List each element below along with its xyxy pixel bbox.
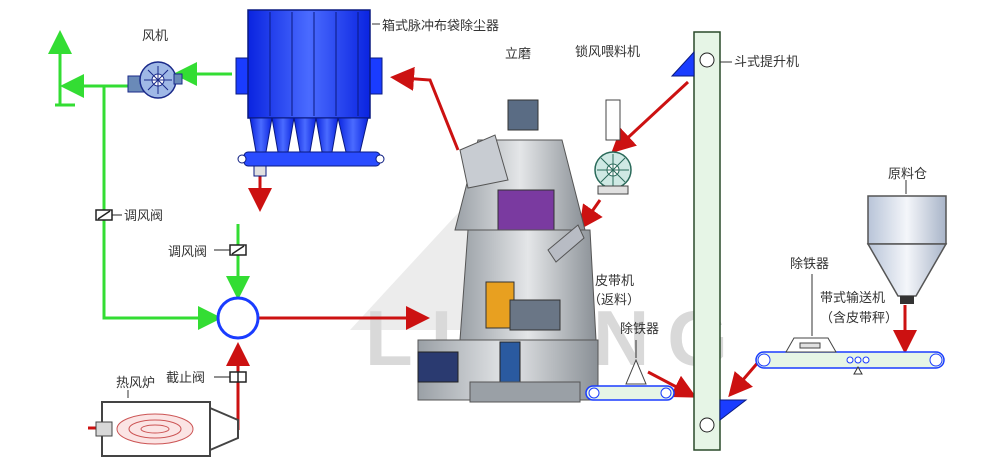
iron-remover-left-label: 除铁器 bbox=[620, 322, 659, 337]
return-belt-label: 皮带机 bbox=[595, 274, 634, 289]
stop-valve-icon bbox=[214, 371, 247, 383]
return-belt-sub-label: （返料） bbox=[588, 293, 640, 308]
damper-center-icon bbox=[214, 244, 247, 256]
iron-remover-left-icon bbox=[625, 340, 647, 385]
baghouse-icon bbox=[235, 9, 385, 177]
iron-remover-right-icon bbox=[785, 274, 837, 353]
iron-remover-right-label: 除铁器 bbox=[790, 257, 829, 272]
raw-material-bin-icon bbox=[866, 195, 948, 304]
material-flow-lines bbox=[88, 66, 917, 430]
belt-conveyor-label: 带式输送机 bbox=[820, 290, 885, 306]
mixing-chamber-icon bbox=[216, 296, 260, 340]
hot-air-furnace-icon bbox=[95, 401, 239, 457]
airlock-feeder-label: 锁风喂料机 bbox=[575, 44, 640, 60]
mill-label: 立磨 bbox=[505, 47, 531, 62]
fan-icon bbox=[127, 61, 183, 99]
baghouse-label: 箱式脉冲布袋除尘器 bbox=[382, 18, 499, 34]
belt-conveyor-sub-label: （含皮带秤） bbox=[820, 310, 898, 326]
fan-label: 风机 bbox=[142, 29, 168, 44]
belt-conveyor-icon bbox=[755, 351, 945, 375]
vertical-mill-icon bbox=[417, 99, 599, 403]
stop-valve-label: 截止阀 bbox=[166, 371, 205, 386]
raw-bin-label: 原料仓 bbox=[888, 167, 927, 182]
damper-center-label: 调风阀 bbox=[168, 245, 207, 260]
damper-left-label: 调风阀 bbox=[124, 209, 163, 224]
bucket-elevator-icon bbox=[670, 31, 748, 451]
air-flow-lines bbox=[48, 30, 250, 330]
furnace-label: 热风炉 bbox=[116, 376, 155, 391]
damper-left-icon bbox=[95, 209, 122, 221]
return-belt-icon bbox=[585, 385, 675, 401]
elevator-label: 斗式提升机 bbox=[734, 54, 799, 70]
airlock-feeder-icon bbox=[594, 99, 632, 195]
